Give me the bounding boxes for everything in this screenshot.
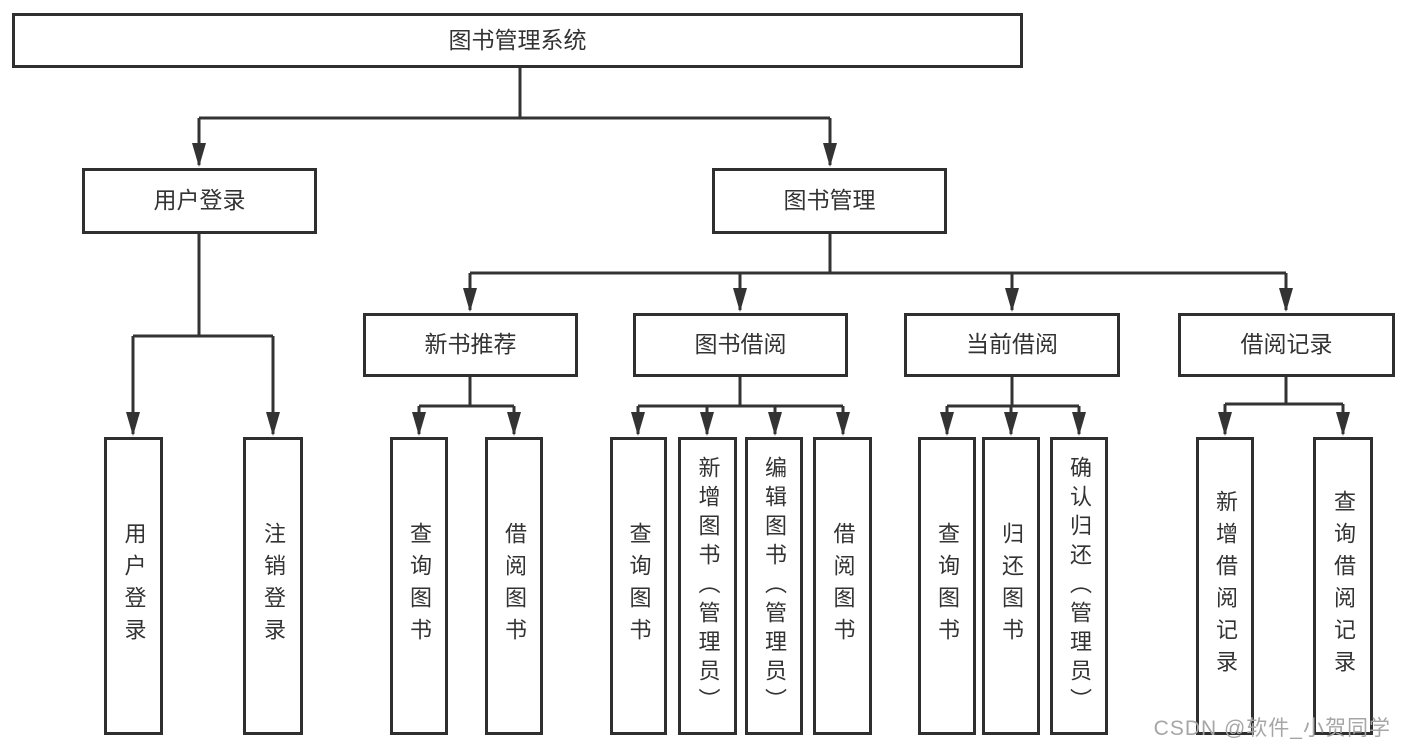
leaf-borrow-books-borrowing-label: 借阅图书 [830,522,856,650]
leaf-add-books-admin: 新增图书（管理员） [678,437,737,735]
node-user-login: 用户登录 [82,168,317,234]
leaf-query-books-recommend: 查询图书 [390,437,448,735]
leaf-query-books-recommend-label: 查询图书 [407,522,432,650]
leaf-user-login: 用户登录 [104,437,163,735]
node-current-borrowing: 当前借阅 [904,313,1120,377]
leaf-logout-label: 注销登录 [261,522,286,650]
leaf-borrow-books-borrowing: 借阅图书 [813,437,872,735]
csdn-watermark: CSDN @软件_小贺同学 [1153,717,1391,740]
node-new-book-recommend: 新书推荐 [363,313,578,377]
leaf-query-borrow-record-label: 查询借阅记录 [1331,490,1356,682]
leaf-logout: 注销登录 [243,437,303,735]
leaf-add-books-admin-label: 新增图书（管理员） [695,455,721,717]
leaf-return-books: 归还图书 [982,437,1040,735]
leaf-edit-books-admin: 编辑图书（管理员） [745,437,803,735]
node-book-management: 图书管理 [712,168,947,234]
node-borrowing-records: 借阅记录 [1178,313,1395,377]
leaf-query-books-current: 查询图书 [918,437,976,735]
node-root-system: 图书管理系统 [12,13,1023,68]
leaf-user-login-label: 用户登录 [121,522,147,650]
leaf-query-books-borrowing-label: 查询图书 [626,522,652,650]
leaf-add-borrow-record: 新增借阅记录 [1196,437,1254,735]
leaf-confirm-return-admin-label: 确认归还（管理员） [1067,455,1092,717]
leaf-query-books-borrowing: 查询图书 [610,437,667,735]
leaf-confirm-return-admin: 确认归还（管理员） [1050,437,1108,735]
leaf-query-borrow-record: 查询借阅记录 [1313,437,1373,735]
leaf-edit-books-admin-label: 编辑图书（管理员） [762,455,787,717]
node-book-borrowing: 图书借阅 [633,313,848,377]
leaf-return-books-label: 归还图书 [999,522,1024,650]
leaf-borrow-books-recommend-label: 借阅图书 [502,522,527,650]
leaf-borrow-books-recommend: 借阅图书 [485,437,543,735]
leaf-query-books-current-label: 查询图书 [935,522,960,650]
leaf-add-borrow-record-label: 新增借阅记录 [1213,490,1238,682]
